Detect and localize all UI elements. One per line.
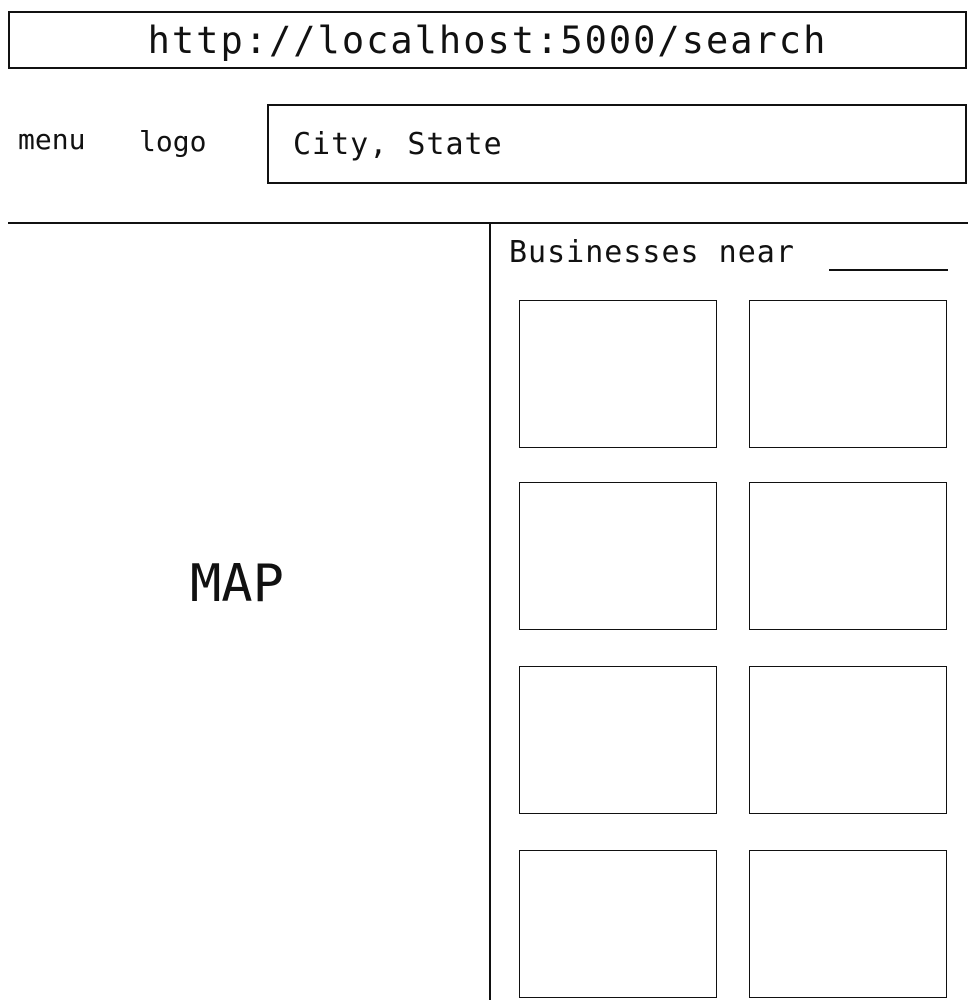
business-card[interactable]	[519, 666, 717, 814]
url-text: http://localhost:5000/search	[147, 18, 828, 62]
location-blank	[829, 269, 948, 271]
business-card[interactable]	[519, 482, 717, 630]
map-panel[interactable]: MAP	[8, 224, 489, 1000]
map-label: MAP	[190, 554, 284, 614]
header-divider	[8, 222, 968, 224]
logo[interactable]: logo	[139, 125, 207, 158]
business-card[interactable]	[519, 850, 717, 998]
business-card[interactable]	[749, 850, 947, 998]
menu-button[interactable]: menu	[18, 123, 86, 156]
business-card[interactable]	[749, 666, 947, 814]
location-search-input[interactable]	[269, 114, 943, 174]
business-card[interactable]	[749, 482, 947, 630]
results-heading: Businesses near	[509, 235, 795, 270]
panel-divider	[489, 224, 491, 1000]
search-box[interactable]	[267, 104, 967, 184]
business-card[interactable]	[749, 300, 947, 448]
address-bar[interactable]: http://localhost:5000/search	[8, 11, 967, 69]
business-card[interactable]	[519, 300, 717, 448]
